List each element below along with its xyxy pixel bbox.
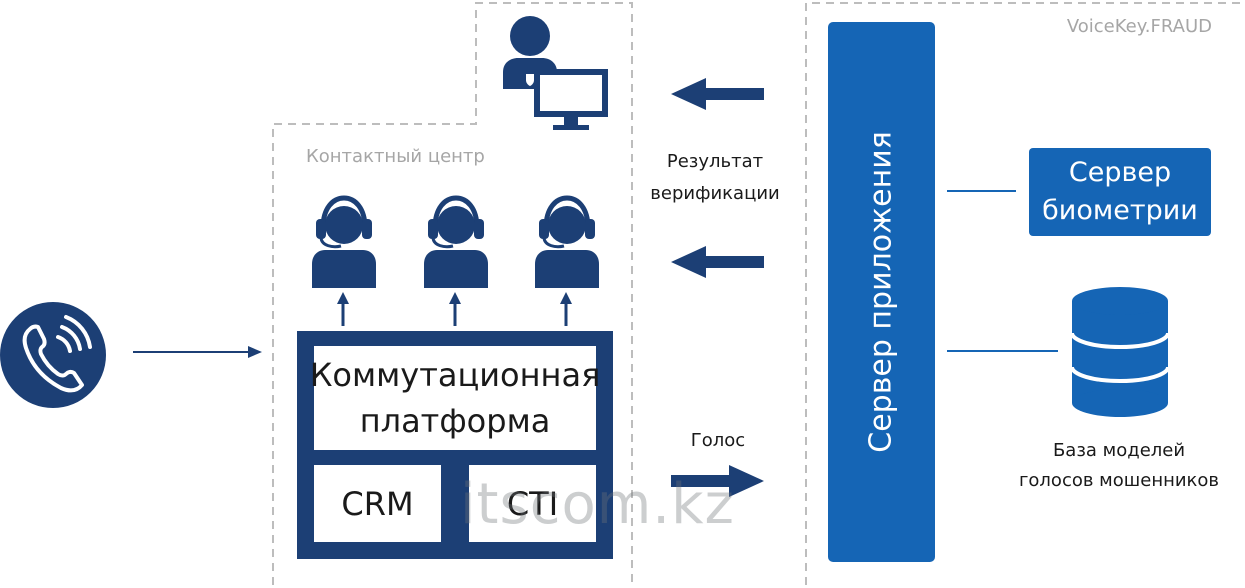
cti-label: CTI (506, 484, 559, 523)
crm-box: CRM (314, 465, 441, 542)
up-arrow (449, 292, 461, 326)
up-arrow (337, 292, 349, 326)
fraud-voice-db-line1: База моделей (1052, 440, 1186, 461)
voicekey-label: VoiceKey.FRAUD (1066, 16, 1212, 37)
crm-label: CRM (341, 484, 414, 523)
voicekey-outline (805, 2, 1243, 585)
operator-icon (535, 195, 599, 288)
platform-title-line2: платформа (359, 402, 551, 440)
result-to-platform-arrow (671, 246, 764, 278)
phone-icon (0, 302, 106, 408)
application-server (828, 22, 935, 562)
biometrics-server-line2: биометрии (1042, 195, 1198, 226)
watermark: itscom.kz (460, 472, 735, 537)
verification-result-line2: верификации (650, 183, 780, 204)
contact-center-outline (272, 2, 633, 585)
fraud-voice-db-line2: голосов мошенников (1018, 470, 1220, 491)
switching-platform-title-box: Коммутационная платформа (310, 346, 600, 450)
result-to-supervisor-arrow (671, 78, 764, 110)
verification-result-line1: Результат (666, 151, 764, 172)
operator-icon (424, 195, 488, 288)
verification-result-label: Результат верификации (645, 146, 785, 210)
database-icon (1070, 287, 1170, 417)
cti-box: CTI (469, 465, 596, 542)
biometrics-server: Сервер биометрии (1029, 148, 1211, 236)
platform-title-line1: Коммутационная (309, 356, 601, 394)
biometrics-server-line1: Сервер (1068, 157, 1172, 188)
fraud-voice-db-label: База моделей голосов мошенников (996, 436, 1242, 496)
voice-to-server-arrow (671, 465, 764, 497)
contact-center-label: Контактный центр (306, 146, 485, 167)
switching-platform: Коммутационная платформа CRM CTI (297, 331, 613, 559)
voice-label: Голос (690, 430, 746, 451)
supervisor-icon (503, 16, 608, 130)
operator-icon (312, 195, 376, 288)
up-arrow (560, 292, 572, 326)
